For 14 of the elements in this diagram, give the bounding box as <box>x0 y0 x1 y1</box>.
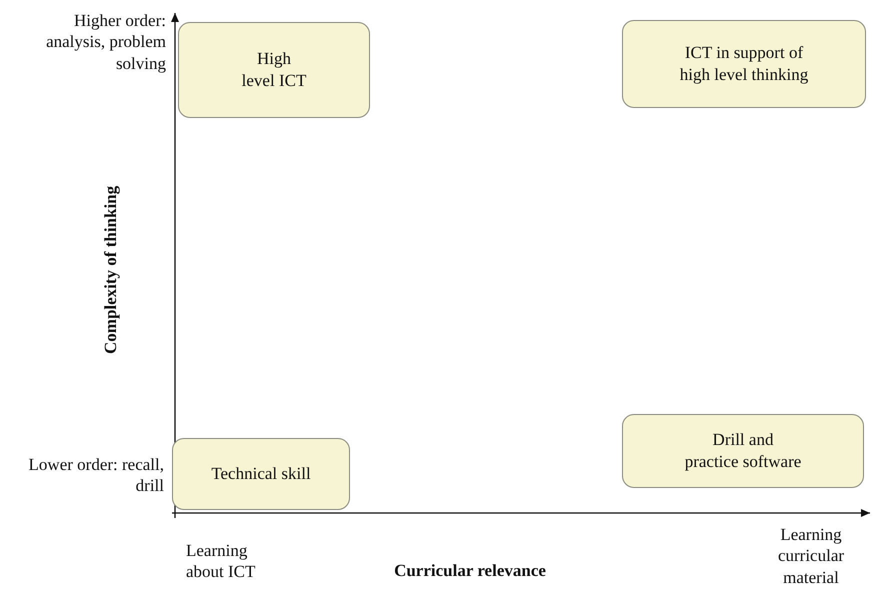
axis-tick-label: Learning curricular material <box>776 524 846 588</box>
quadrant-box <box>622 20 866 108</box>
box-label: Technical skill <box>211 462 311 485</box>
quadrant-box <box>178 22 370 118</box>
axis-tick-label: Higher order: analysis, problem solving <box>45 10 166 74</box>
box-label: ICT in support of high level thinking <box>678 42 810 86</box>
quadrant-box <box>622 414 864 488</box>
axis-tick-label: Lower order: recall, drill <box>28 454 164 496</box>
axis-tick-label: Learning about ICT <box>186 540 256 582</box>
axis-title: Curricular relevance <box>393 560 547 582</box>
box-label: High level ICT <box>240 48 308 92</box>
box-label: Drill and practice software <box>684 428 802 473</box>
axis-title: Complexity of thinking <box>100 184 121 356</box>
quadrant-box <box>172 438 350 510</box>
